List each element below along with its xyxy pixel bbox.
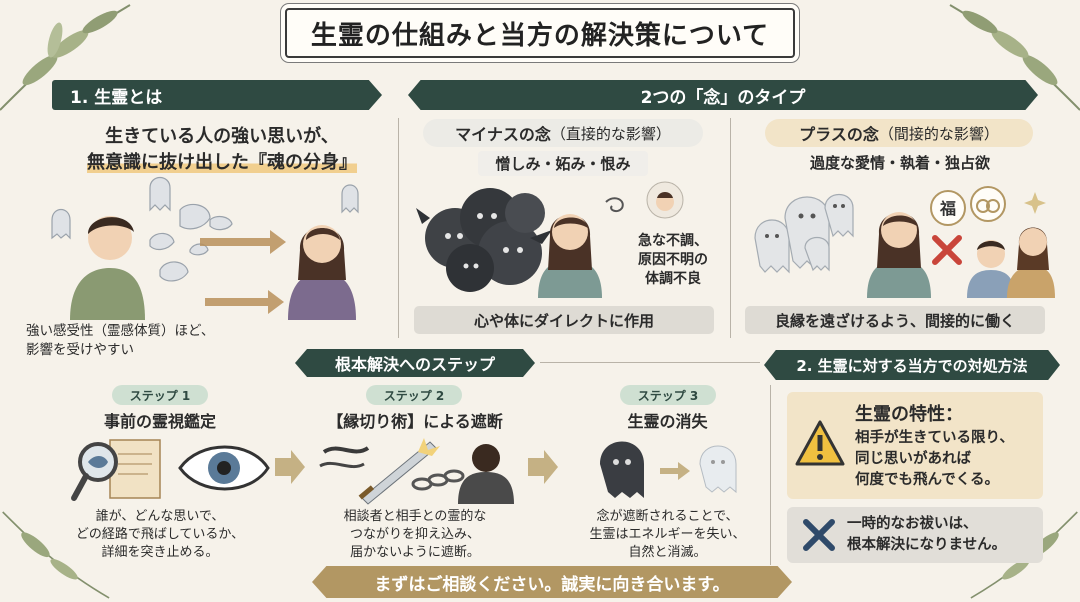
minus-nen-keywords: 憎しみ・妬み・恨み xyxy=(478,151,648,176)
fading-ghost-icon xyxy=(699,445,737,494)
plus-nen-title: プラスの念（間接的な影響） xyxy=(765,119,1033,147)
step-3-badge: ステップ 3 xyxy=(620,385,716,405)
block-x-icon xyxy=(932,235,962,265)
chain-icon xyxy=(411,469,465,491)
step-2-illustration xyxy=(319,438,514,505)
partner-man-icon xyxy=(967,240,1015,298)
ikiryo-illustration xyxy=(51,176,359,320)
warning-text: 一時的なお祓いは、 根本解決になりません。 xyxy=(847,516,1007,553)
x-mark-icon xyxy=(803,519,835,551)
leaf-decoration-icon xyxy=(949,4,1080,111)
section-header-what-is: 1. 生霊とは xyxy=(52,80,382,110)
magnifier-icon xyxy=(71,442,118,501)
minus-nen-illustration xyxy=(416,181,684,298)
divider xyxy=(770,385,771,565)
step-1-illustration xyxy=(71,439,270,501)
step-3-description: 念が遮断されることで、 生霊はエネルギーを失い、 自然と消滅。 xyxy=(589,509,746,560)
step-1-description: 誰が、どんな思いで、 どの経路で飛ばしているか、 詳細を突き止める。 xyxy=(75,509,245,560)
sensitivity-note: 強い感受性（霊感体質）ほど、 影響を受けやすい xyxy=(26,323,215,358)
minus-nen-title: マイナスの念（直接的な影響） xyxy=(423,119,703,147)
step-3-title: 生霊の消失 xyxy=(627,412,708,431)
step-1-title: 事前の霊視鑑定 xyxy=(103,412,216,431)
consultation-banner: まずはご相談ください。誠実に向き合います。 xyxy=(312,566,792,598)
client-back-figure-icon xyxy=(458,444,514,504)
headache-figure-icon xyxy=(646,181,684,219)
divider xyxy=(398,118,399,338)
definition-line-1: 生きている人の強い思いが、 xyxy=(105,126,339,147)
woman-figure-icon xyxy=(288,225,356,320)
man-figure-icon xyxy=(70,216,145,320)
pale-ghost-cluster-icon xyxy=(754,193,854,274)
leaf-decoration-icon xyxy=(2,511,110,599)
trait-title: 生霊の特性： xyxy=(855,404,963,425)
fortune-badge-glyph: 福 xyxy=(939,199,956,218)
divider xyxy=(730,118,731,338)
minus-nen-effect: 心や体にダイレクトに作用 xyxy=(414,306,714,334)
wedding-rings-icon xyxy=(970,186,1006,222)
page-title: 生霊の仕組みと当方の解決策について xyxy=(310,20,770,51)
step-2-badge: ステップ 2 xyxy=(366,385,462,405)
document-scroll-icon xyxy=(109,439,161,499)
divider xyxy=(540,362,760,363)
ghost-swarm-icon xyxy=(51,176,233,282)
step-1-badge: ステップ 1 xyxy=(112,385,208,405)
page-title-box: 生霊の仕組みと当方の解決策について xyxy=(285,8,795,58)
definition-highlight: 『魂の分身』 xyxy=(249,152,357,173)
worried-woman-icon xyxy=(538,214,602,298)
section-header-nen-types: 2つの「念」のタイプ xyxy=(408,80,1038,110)
step-2-description: 相談者と相手との霊的な つながりを抑え込み、 届かないように遮断。 xyxy=(343,509,487,560)
step-arrow-icon xyxy=(275,450,305,484)
definition-line-2: 無意識に抜け出した『魂の分身』 xyxy=(62,148,382,174)
definition-prefix: 無意識に抜け出した xyxy=(87,152,249,173)
eye-icon xyxy=(178,445,270,491)
step-3-illustration xyxy=(600,441,737,498)
warning-box xyxy=(787,507,1043,563)
section-header-countermeasure: 2. 生霊に対する当方での対処方法 xyxy=(764,350,1060,380)
warning-triangle-icon xyxy=(795,420,845,466)
plus-nen-illustration: 福 xyxy=(754,186,1055,298)
thoughtful-woman-icon xyxy=(867,212,931,298)
trait-description: 相手が生きている限り、 同じ思いがあれば 何度でも飛んでくる。 xyxy=(855,430,1014,488)
leaf-decoration-icon xyxy=(0,4,131,111)
step-arrow-icon xyxy=(528,450,558,484)
plus-nen-keywords: 過度な愛情・執着・独占欲 xyxy=(809,154,990,172)
plus-nen-effect: 良縁を遠ざけるよう、間接的に働く xyxy=(745,306,1045,334)
minus-nen-symptoms: 急な不調、 原因不明の 体調不良 xyxy=(638,233,708,287)
dark-spirit-cloud-icon xyxy=(416,188,552,292)
partner-woman-icon xyxy=(1007,227,1055,298)
fortune-badge-icon xyxy=(930,190,966,226)
dark-ghost-icon xyxy=(600,441,644,498)
section-header-steps: 根本解決へのステップ xyxy=(295,349,535,377)
step-2-title: 【縁切り術】による遮断 xyxy=(327,412,503,431)
